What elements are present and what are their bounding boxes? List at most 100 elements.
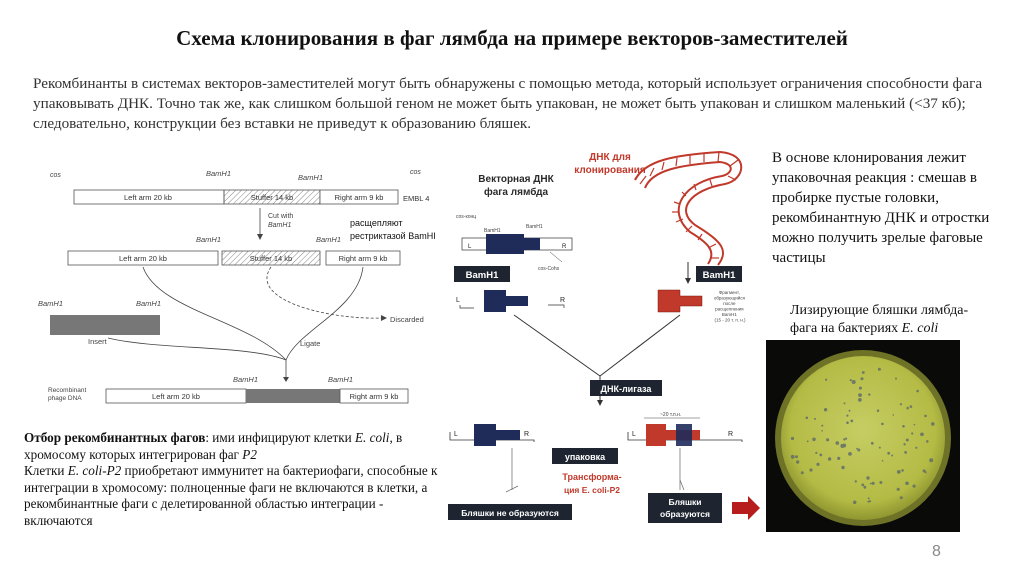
plaque-dot bbox=[926, 440, 929, 443]
ru-note-line1: расщепляют bbox=[350, 218, 403, 228]
plaque-dot bbox=[826, 438, 830, 442]
dna-cloning-title-1: ДНК для bbox=[589, 152, 631, 163]
bamh1-box-left-label: BamH1 bbox=[466, 270, 499, 281]
plaque-dot bbox=[841, 465, 845, 470]
dna-cloning-title-2: клонирования bbox=[574, 165, 646, 176]
plaque-dot bbox=[805, 416, 809, 420]
ligase-label: ДНК-лигаза bbox=[601, 384, 653, 394]
plaque-dot bbox=[843, 402, 846, 405]
recombinant-right-label: Right arm 9 kb bbox=[350, 392, 399, 401]
plaque-dot bbox=[851, 380, 856, 384]
bamh1-label-2: BamH1 bbox=[298, 173, 323, 182]
cos-right-small: cos-Cohs bbox=[538, 266, 560, 272]
recombinant-insert bbox=[246, 389, 340, 403]
packaging-box bbox=[552, 448, 618, 464]
plaque-dot bbox=[922, 433, 924, 436]
plaque-dot bbox=[823, 408, 828, 412]
packaging-explanation: В основе клонирования лежит упаковочная … bbox=[772, 150, 990, 266]
stuffer-label-2: Stuffer 14 kb bbox=[250, 254, 292, 263]
plaque-dot bbox=[827, 457, 832, 461]
plaque-dot bbox=[819, 453, 823, 457]
embl4-cloning-diagram: cos BamH1 BamH1 cos Left arm 20 kb Stuff… bbox=[38, 169, 436, 404]
plaque-dot bbox=[915, 446, 918, 449]
plaque-dot bbox=[906, 406, 909, 410]
plaque-dot bbox=[861, 483, 865, 487]
plaque-dot bbox=[892, 414, 895, 416]
plaque-dot bbox=[895, 377, 897, 380]
right-arm-bar-cut bbox=[325, 250, 401, 266]
plaque-dot bbox=[856, 447, 858, 450]
plaque-dot bbox=[929, 458, 934, 463]
plaque-dot bbox=[912, 484, 916, 488]
plaque-dot bbox=[790, 454, 795, 459]
plaque-dot bbox=[913, 423, 916, 426]
plaque-dot bbox=[867, 497, 870, 500]
R-label-3: R bbox=[524, 431, 529, 438]
R-label-2: R bbox=[560, 297, 565, 304]
R-label-4: R bbox=[728, 431, 733, 438]
right-arm-label: Right arm 9 kb bbox=[335, 193, 384, 202]
bamh1-small-1: BamH1 bbox=[484, 228, 501, 234]
plaque-dot bbox=[835, 441, 840, 445]
plaque-dot bbox=[858, 398, 862, 402]
bamh1-label-7: BamH1 bbox=[233, 375, 258, 384]
bamh1-label-4: BamH1 bbox=[316, 235, 341, 244]
recombinant-right-arm bbox=[339, 388, 409, 404]
plaque-dot bbox=[806, 440, 809, 443]
insert-label: Insert bbox=[88, 337, 108, 346]
plaque-dot bbox=[821, 424, 824, 427]
bamh1-box-left bbox=[454, 266, 510, 282]
no-plaques-label: Бляшки не образуются bbox=[461, 508, 559, 518]
red-arrow-icon bbox=[732, 496, 760, 520]
selection-paragraph-1: Отбор рекомбинантных фагов: ими инфициру… bbox=[24, 430, 449, 463]
plaque-dot bbox=[899, 403, 902, 406]
plaque-dot bbox=[870, 441, 874, 445]
plaque-dot bbox=[815, 451, 818, 454]
left-arm-label: Left arm 20 kb bbox=[124, 193, 172, 202]
cut-with-label: Cut with bbox=[268, 213, 293, 220]
plaques-caption-main: Лизирующие бляшки лямбда-фага на бактери… bbox=[790, 303, 969, 336]
plaque-dot bbox=[896, 487, 900, 491]
plaque-dot bbox=[869, 482, 872, 485]
plaques-label-2: образуются bbox=[660, 509, 710, 519]
right-arm-bar bbox=[319, 189, 399, 205]
plaque-dot bbox=[816, 462, 820, 466]
plaque-dot bbox=[845, 437, 848, 440]
insert-fragment-red bbox=[657, 289, 703, 313]
size-note: ~20 т.п.н. bbox=[660, 412, 681, 418]
plaque-dot bbox=[809, 468, 813, 472]
bamh1-small-2: BamH1 bbox=[526, 224, 543, 230]
slide-title: Схема клонирования в фаг лямбда на приме… bbox=[176, 26, 848, 50]
plaque-dot bbox=[879, 481, 883, 484]
fragment-note: Фрагмент, образующийся после расщепления… bbox=[714, 290, 746, 323]
recombinant-label-1: Recombinant bbox=[48, 387, 86, 394]
plaque-dot bbox=[876, 409, 880, 412]
bamh1-label-3: BamH1 bbox=[196, 235, 221, 244]
discarded-label: Discarded bbox=[390, 315, 424, 324]
selection-phage: P2 bbox=[242, 446, 257, 462]
plaques-label-1: Бляшки bbox=[668, 497, 701, 507]
recombinant-label-2: phage DNA bbox=[48, 395, 82, 402]
plaque-dot bbox=[924, 414, 927, 418]
plaque-dot bbox=[790, 436, 795, 441]
bamh1-box-right-label: BamH1 bbox=[703, 270, 736, 281]
plaque-dot bbox=[796, 460, 800, 464]
plaque-dot bbox=[887, 451, 891, 455]
vector-stuffer-shape bbox=[486, 234, 540, 254]
plaque-dot bbox=[896, 470, 901, 474]
right-arm-label-2: Right arm 9 kb bbox=[339, 254, 388, 263]
plaque-dot bbox=[814, 417, 816, 420]
plaque-dot bbox=[821, 430, 823, 432]
recombinant-left-label: Left arm 20 kb bbox=[152, 392, 200, 401]
no-plaques-box bbox=[448, 504, 572, 520]
plaque-dot bbox=[825, 378, 828, 381]
selection-bold-term: Отбор рекомбинантных фагов bbox=[24, 430, 206, 445]
transformation-line1: Трансформа- bbox=[562, 472, 621, 482]
plaque-dot bbox=[901, 469, 904, 472]
plaque-dot bbox=[916, 389, 919, 393]
plaque-dot bbox=[904, 451, 907, 454]
packaging-label: упаковка bbox=[565, 452, 606, 462]
cos-left-small: cos-конц bbox=[456, 214, 476, 220]
plaque-dot bbox=[848, 409, 851, 412]
plaque-dot bbox=[858, 386, 862, 390]
